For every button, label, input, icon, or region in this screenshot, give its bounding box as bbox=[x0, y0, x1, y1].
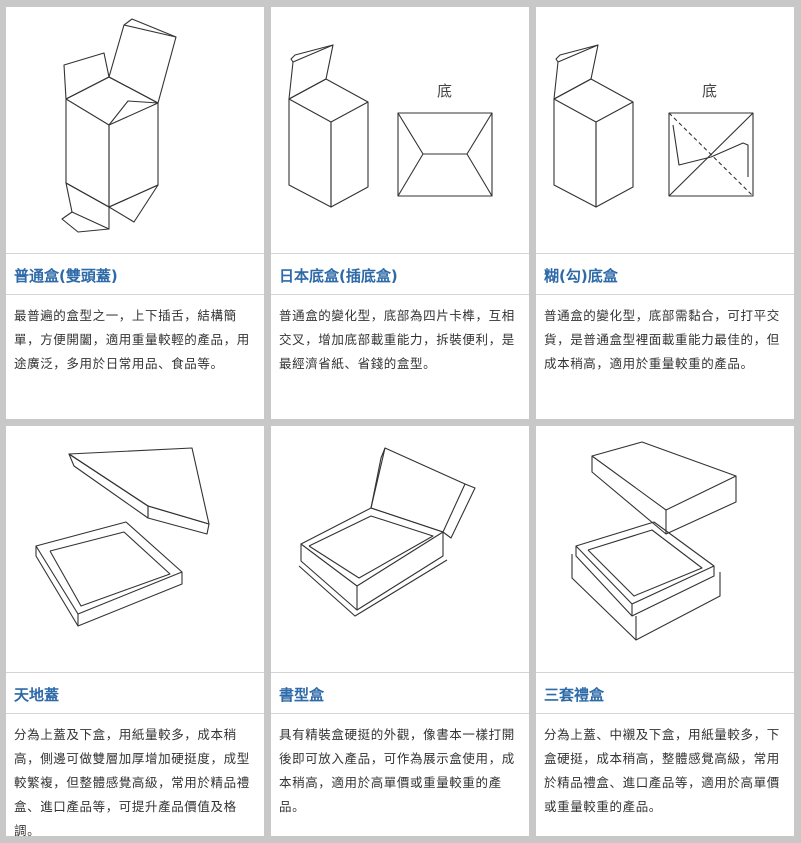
card-title: 書型盒 bbox=[271, 672, 529, 714]
card-glued-bottom-box: 底 糊(勾)底盒 普通盒的變化型，底部需黏合，可打平交貨，是普通盒型裡面載重能力… bbox=[536, 7, 794, 419]
card-japanese-bottom-box: 底 日本底盒(插底盒) 普通盒的變化型，底部為四片卡榫，互相交叉，增加底部載重能… bbox=[271, 7, 529, 419]
bottom-label: 底 bbox=[437, 82, 452, 100]
standard-box-illustration bbox=[6, 7, 264, 253]
card-title: 日本底盒(插底盒) bbox=[271, 253, 529, 295]
card-description: 具有精裝盒硬挺的外觀，像書本一樣打開後即可放入產品，可作為展示盒使用，成本稍高，… bbox=[279, 727, 515, 814]
card-standard-box: 普通盒(雙頭蓋) 最普遍的盒型之一，上下插舌，結構簡單，方便開闔，適用重量較輕的… bbox=[6, 7, 264, 419]
card-three-piece-gift-box: 三套禮盒 分為上蓋、中襯及下盒，用紙量較多，下盒硬挺，成本稍高，整體感覺高級，常… bbox=[536, 426, 794, 836]
japanese-bottom-box-illustration: 底 bbox=[271, 7, 529, 253]
three-piece-gift-box-illustration bbox=[536, 426, 794, 672]
card-book-style-box: 書型盒 具有精裝盒硬挺的外觀，像書本一樣打開後即可放入產品，可作為展示盒使用，成… bbox=[271, 426, 529, 836]
card-title: 三套禮盒 bbox=[536, 672, 794, 714]
card-description: 分為上蓋、中襯及下盒，用紙量較多，下盒硬挺，成本稍高，整體感覺高級，常用於精品禮… bbox=[544, 727, 780, 814]
card-lid-and-base-box: 天地蓋 分為上蓋及下盒，用紙量較多，成本稍高，側邊可做雙層加厚增加硬挺度，成型較… bbox=[6, 426, 264, 838]
card-title: 糊(勾)底盒 bbox=[536, 253, 794, 295]
book-style-box-illustration bbox=[271, 426, 529, 672]
card-description: 最普遍的盒型之一，上下插舌，結構簡單，方便開闔，適用重量較輕的產品，用途廣泛，多… bbox=[14, 308, 250, 371]
bottom-label: 底 bbox=[702, 82, 717, 100]
lid-and-base-box-illustration bbox=[6, 426, 264, 672]
card-description: 普通盒的變化型，底部需黏合，可打平交貨，是普通盒型裡面載重能力最佳的，但成本稍高… bbox=[544, 308, 780, 371]
card-description: 普通盒的變化型，底部為四片卡榫，互相交叉，增加底部載重能力，拆裝便利，是最經濟省… bbox=[279, 308, 515, 371]
card-title: 普通盒(雙頭蓋) bbox=[6, 253, 264, 295]
glued-bottom-box-illustration: 底 bbox=[536, 7, 794, 253]
card-description: 分為上蓋及下盒，用紙量較多，成本稍高，側邊可做雙層加厚增加硬挺度，成型較繁複，但… bbox=[14, 727, 250, 838]
card-title: 天地蓋 bbox=[6, 672, 264, 714]
